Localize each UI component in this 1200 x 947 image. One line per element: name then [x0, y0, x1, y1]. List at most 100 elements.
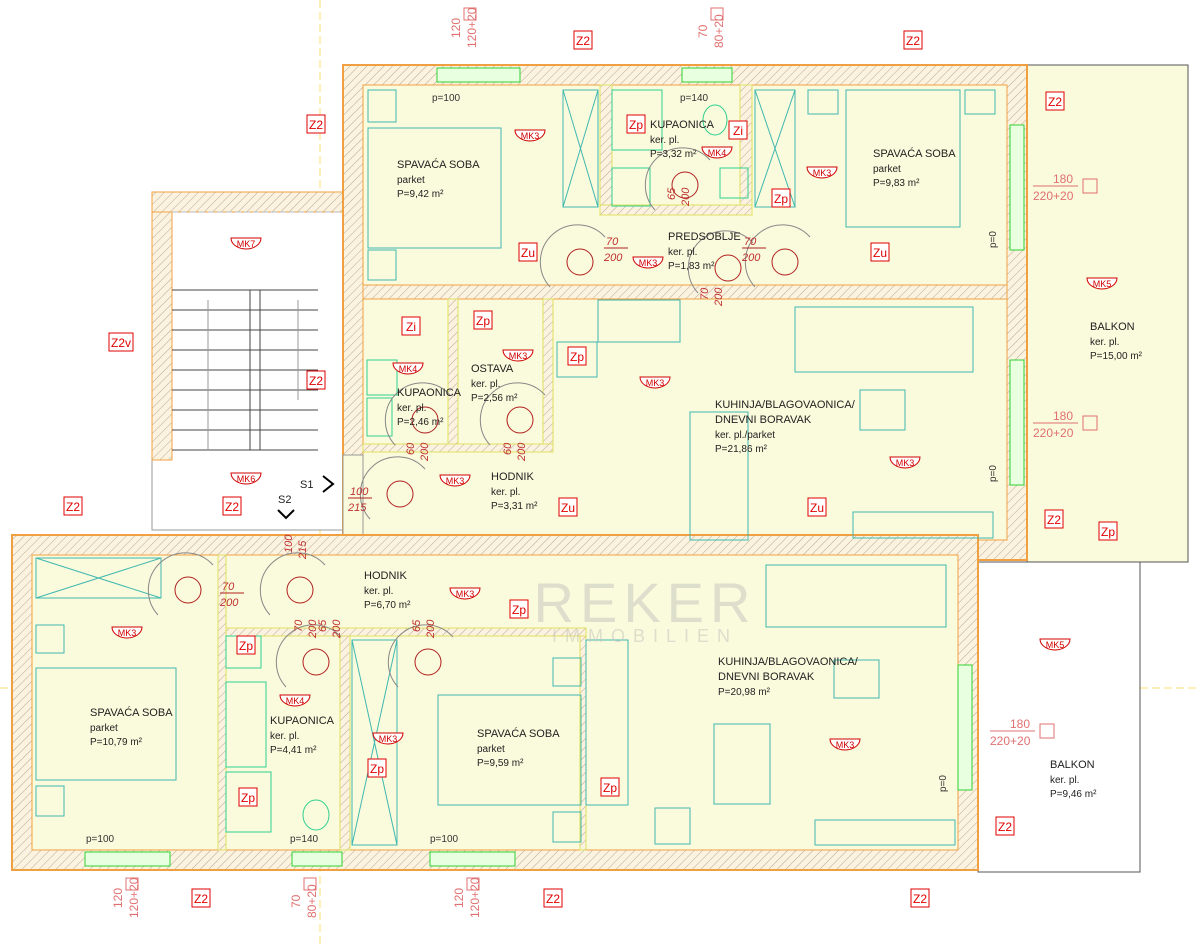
door-height: 200 — [219, 597, 239, 609]
marker-label: MK7 — [237, 239, 256, 249]
room-area: P=15,00 m² — [1090, 351, 1143, 362]
door-swing — [687, 230, 754, 294]
wall-type-tag: Z2 — [1044, 509, 1064, 529]
room-floor: parket — [477, 744, 505, 755]
door-width: 70 — [293, 619, 305, 632]
room-floor: ker. pl. — [270, 731, 299, 742]
room-area: P=2,46 m² — [397, 417, 444, 428]
room-name: KUPAONICA — [650, 119, 715, 131]
door-swing — [744, 224, 811, 288]
tag-label: Zp — [570, 350, 584, 364]
room-name: OSTAVA — [471, 363, 514, 375]
window-width: 120 — [449, 18, 463, 38]
marker-label: MK3 — [813, 168, 832, 178]
room-area: P=4,41 m² — [270, 745, 317, 756]
tag-label: Zi — [733, 124, 743, 138]
door-marker — [302, 648, 330, 676]
door-swing — [384, 382, 451, 446]
tag-label: Zu — [873, 246, 887, 260]
tag-label: Z2 — [998, 820, 1012, 834]
door-width: 70 — [744, 236, 757, 248]
room-label: KUHINJA/BLAGOVAONICA/DNEVNI BORAVAKker. … — [715, 399, 856, 455]
floor-finish-marker: MK3 — [372, 732, 404, 745]
section-label: S2 — [278, 494, 291, 506]
room-name: DNEVNI BORAVAK — [715, 414, 812, 426]
wall-type-tag: Zp — [236, 635, 256, 655]
sill-height: p=100 — [430, 834, 459, 845]
room-floor: ker. pl. — [1090, 337, 1119, 348]
room-name: HODNIK — [364, 570, 407, 582]
window-height: 220+20 — [1033, 426, 1074, 440]
marker-label: MK3 — [896, 458, 915, 468]
floor-finish-marker: MK3 — [449, 587, 481, 600]
tag-label: Z2 — [194, 892, 208, 906]
room-name: PREDSOBLJE — [668, 231, 741, 243]
room-area: P=20,98 m² — [718, 687, 771, 698]
floor-finish-marker: MK3 — [632, 256, 664, 269]
door-height: 200 — [713, 287, 725, 307]
door-width: 70 — [606, 236, 619, 248]
marker-label: MK4 — [708, 148, 727, 158]
sill-height: p=0 — [938, 775, 949, 792]
tag-label: Z2 — [309, 118, 323, 132]
tag-label: Z2 — [1048, 95, 1062, 109]
room-name: BALKON — [1090, 321, 1135, 333]
tag-label: Zp — [512, 603, 526, 617]
wall-type-tag: Zp — [238, 787, 258, 807]
room-floor: ker. pl. — [491, 487, 520, 498]
room-name: KUHINJA/BLAGOVAONICA/ — [715, 399, 856, 411]
tag-label: Z2 — [1047, 513, 1061, 527]
sill-height: p=140 — [680, 93, 709, 104]
tag-label: Zp — [370, 762, 384, 776]
door-width: 60 — [405, 442, 417, 455]
floor-finish-marker: MK6 — [230, 472, 262, 485]
room-label: PREDSOBLJE ker. pl. P=1,83 m² — [668, 231, 741, 272]
door-marker — [414, 648, 442, 676]
wall-type-tag: Zp — [600, 777, 620, 797]
door-marker — [566, 248, 594, 276]
tag-label: Zp — [239, 639, 253, 653]
tag-label: Zi — [406, 320, 416, 334]
wall-type-tag: Z2v — [108, 332, 134, 352]
door-height: 200 — [307, 619, 319, 639]
section-label: S1 — [300, 479, 313, 491]
room-name: SPAVAĆA SOBA — [90, 706, 173, 719]
watermark-reker: REKER — [534, 571, 757, 634]
marker-label: MK5 — [1046, 640, 1065, 650]
sill-height: p=0 — [988, 231, 999, 248]
door-height: 200 — [680, 187, 692, 207]
wall-type-tag: Z2 — [1045, 91, 1065, 111]
room-floor: ker. pl. — [471, 379, 500, 390]
door-swing — [387, 624, 454, 688]
door-width: 65 — [666, 187, 678, 200]
door-swing — [644, 147, 711, 211]
wall-type-tag: Zp — [626, 114, 646, 134]
door-width: 100 — [350, 486, 369, 498]
marker-label: MK4 — [286, 696, 305, 706]
room-floor: ker. pl. — [668, 247, 697, 258]
room-area: P=9,59 m² — [477, 758, 524, 769]
window-height: 80+20 — [712, 14, 726, 48]
room-name: SPAVAĆA SOBA — [397, 158, 480, 171]
sill-height: p=140 — [290, 834, 319, 845]
room-area: P=1,83 m² — [668, 261, 715, 272]
window-width: 180 — [1053, 172, 1073, 186]
window-height: 220+20 — [1033, 189, 1074, 203]
marker-label: MK3 — [456, 589, 475, 599]
window-height: 80+20 — [305, 884, 319, 918]
